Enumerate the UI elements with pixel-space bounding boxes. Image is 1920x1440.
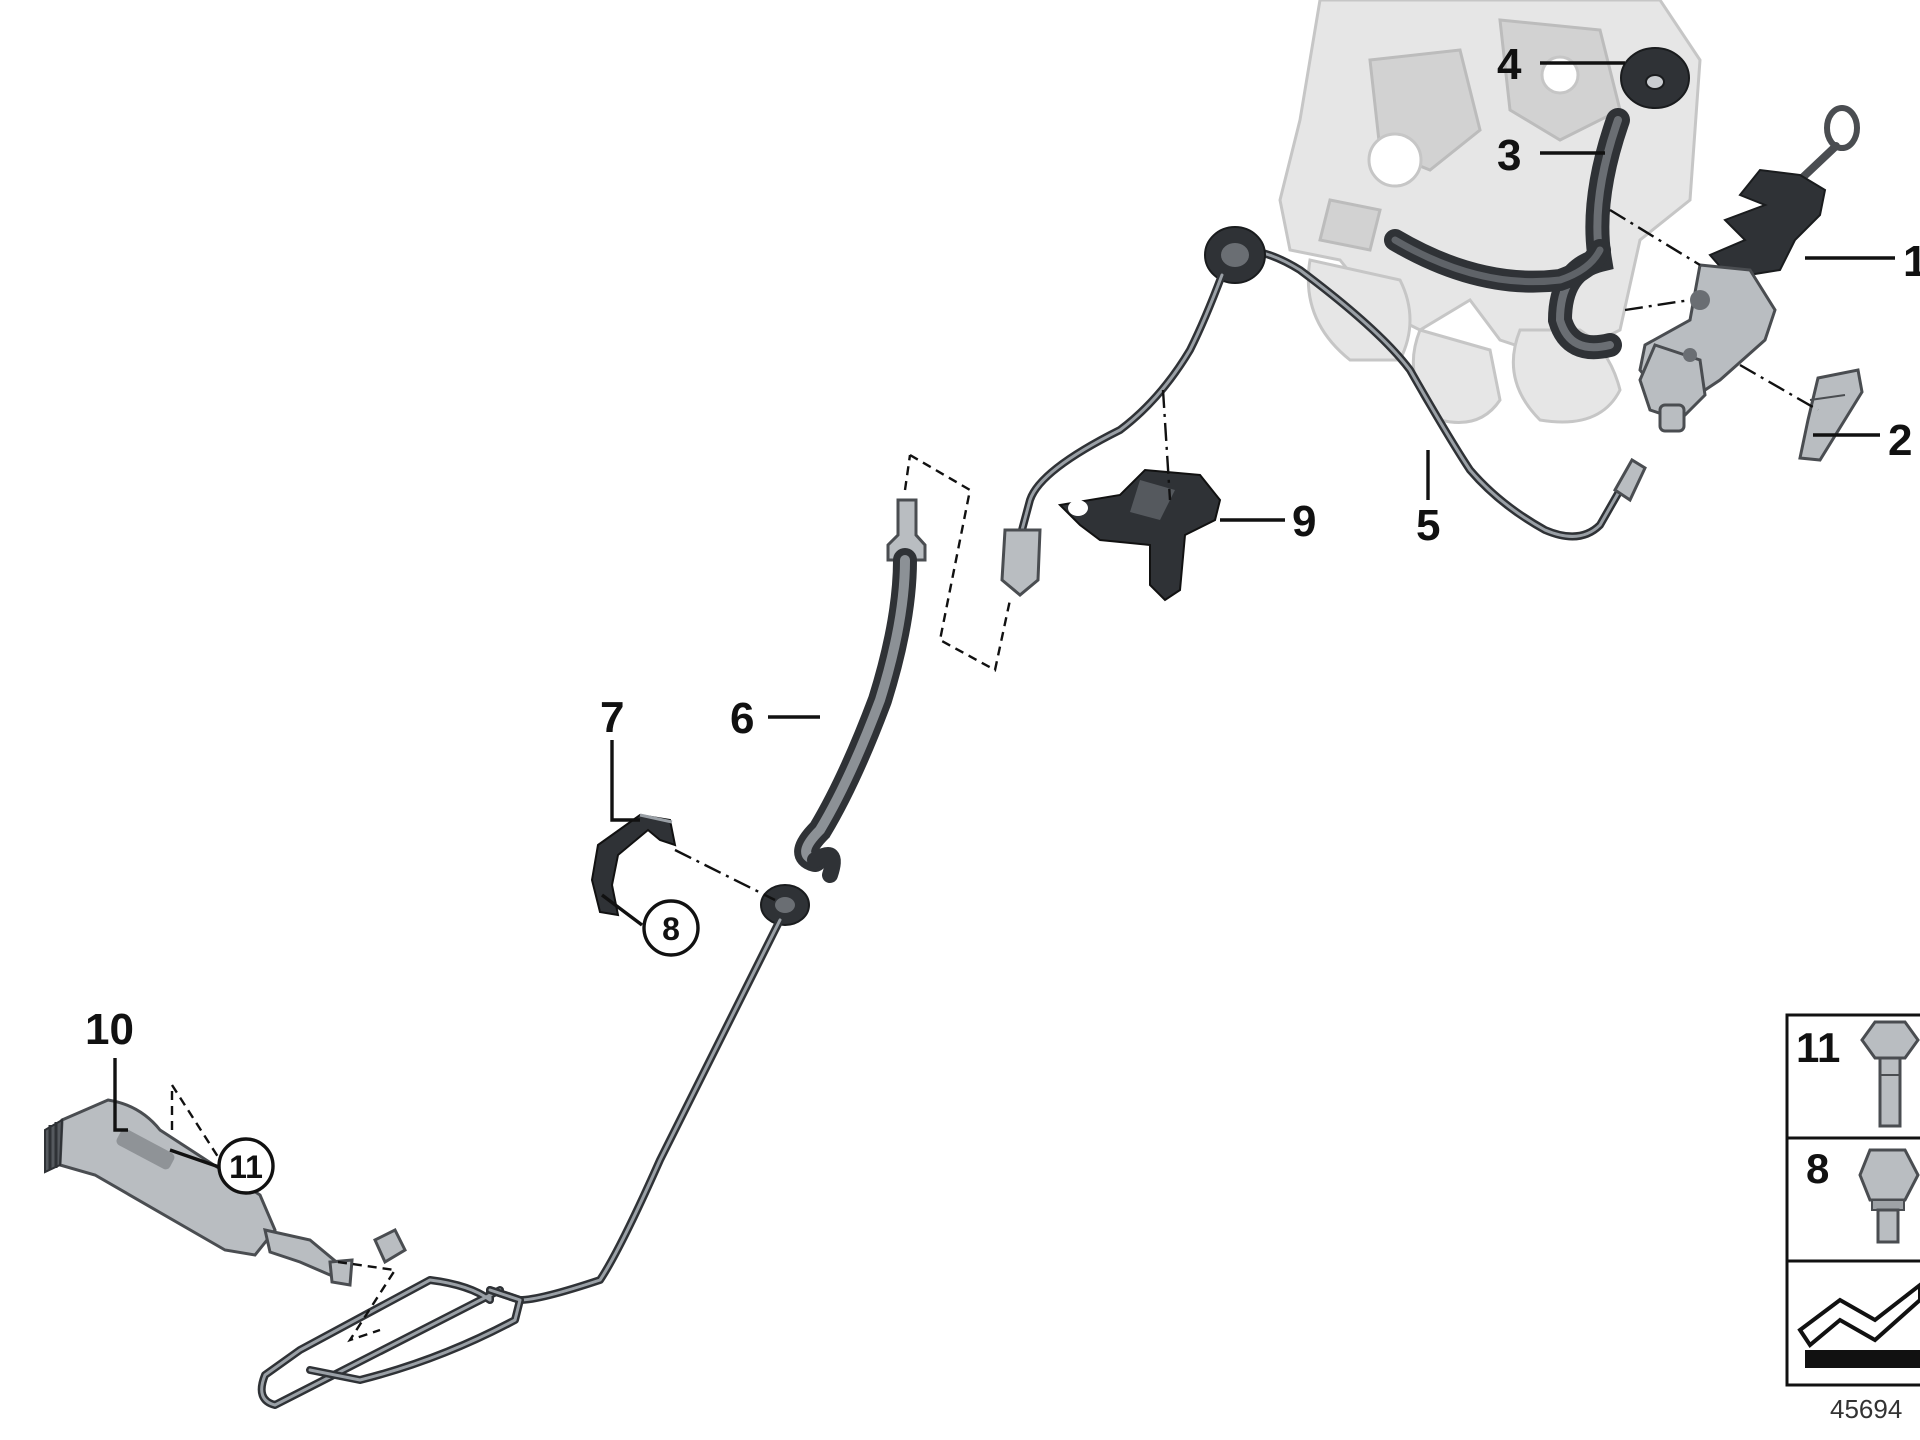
part-7-hose-holder <box>590 813 677 917</box>
bolt-icon <box>1860 1020 1920 1128</box>
callout-1: 1 <box>1903 237 1920 286</box>
callout-7: 7 <box>600 693 624 742</box>
callout-leaders <box>113 61 1895 1170</box>
callout-5: 5 <box>1416 501 1440 550</box>
callout-8: 8 <box>662 911 680 947</box>
pedal-box-ghost <box>1278 0 1702 424</box>
part-5-pressure-line <box>1221 245 1647 541</box>
pressure-line-lower <box>257 884 810 1409</box>
callout-2: 2 <box>1888 416 1912 465</box>
assembly-lines <box>170 208 1819 1343</box>
part-10-slave-cylinder <box>44 1098 354 1287</box>
part-3-reservoir-hose <box>1384 108 1630 360</box>
line-grommet-upper <box>1000 226 1266 597</box>
flange-bolt-icon <box>1858 1148 1920 1244</box>
callout-3: 3 <box>1497 131 1521 180</box>
view-direction-icon <box>1797 1282 1920 1368</box>
callout-8-circled: 8 <box>642 899 700 957</box>
callout-9: 9 <box>1292 497 1316 546</box>
part-4-reservoir-cap <box>1620 47 1690 109</box>
callout-10: 10 <box>85 1005 134 1054</box>
callout-11: 11 <box>229 1149 263 1185</box>
part-1-master-cylinder <box>1638 105 1860 433</box>
part-2-retaining-clip <box>1798 368 1864 462</box>
legend-label-8: 8 <box>1806 1145 1829 1192</box>
legend-label-11: 11 <box>1796 1024 1840 1071</box>
fastener-legend: 11 8 <box>1785 1013 1920 1387</box>
callout-11-circled: 11 <box>217 1137 275 1195</box>
diagram-reference-number: 45694 <box>1830 1394 1902 1424</box>
part-9-line-bracket <box>1057 468 1222 602</box>
callout-4: 4 <box>1497 40 1522 89</box>
callout-6: 6 <box>730 694 754 743</box>
callout-numbers: 4 3 1 2 9 5 6 7 10 8 11 <box>85 40 1920 1195</box>
part-6-flexible-hose <box>794 498 927 883</box>
